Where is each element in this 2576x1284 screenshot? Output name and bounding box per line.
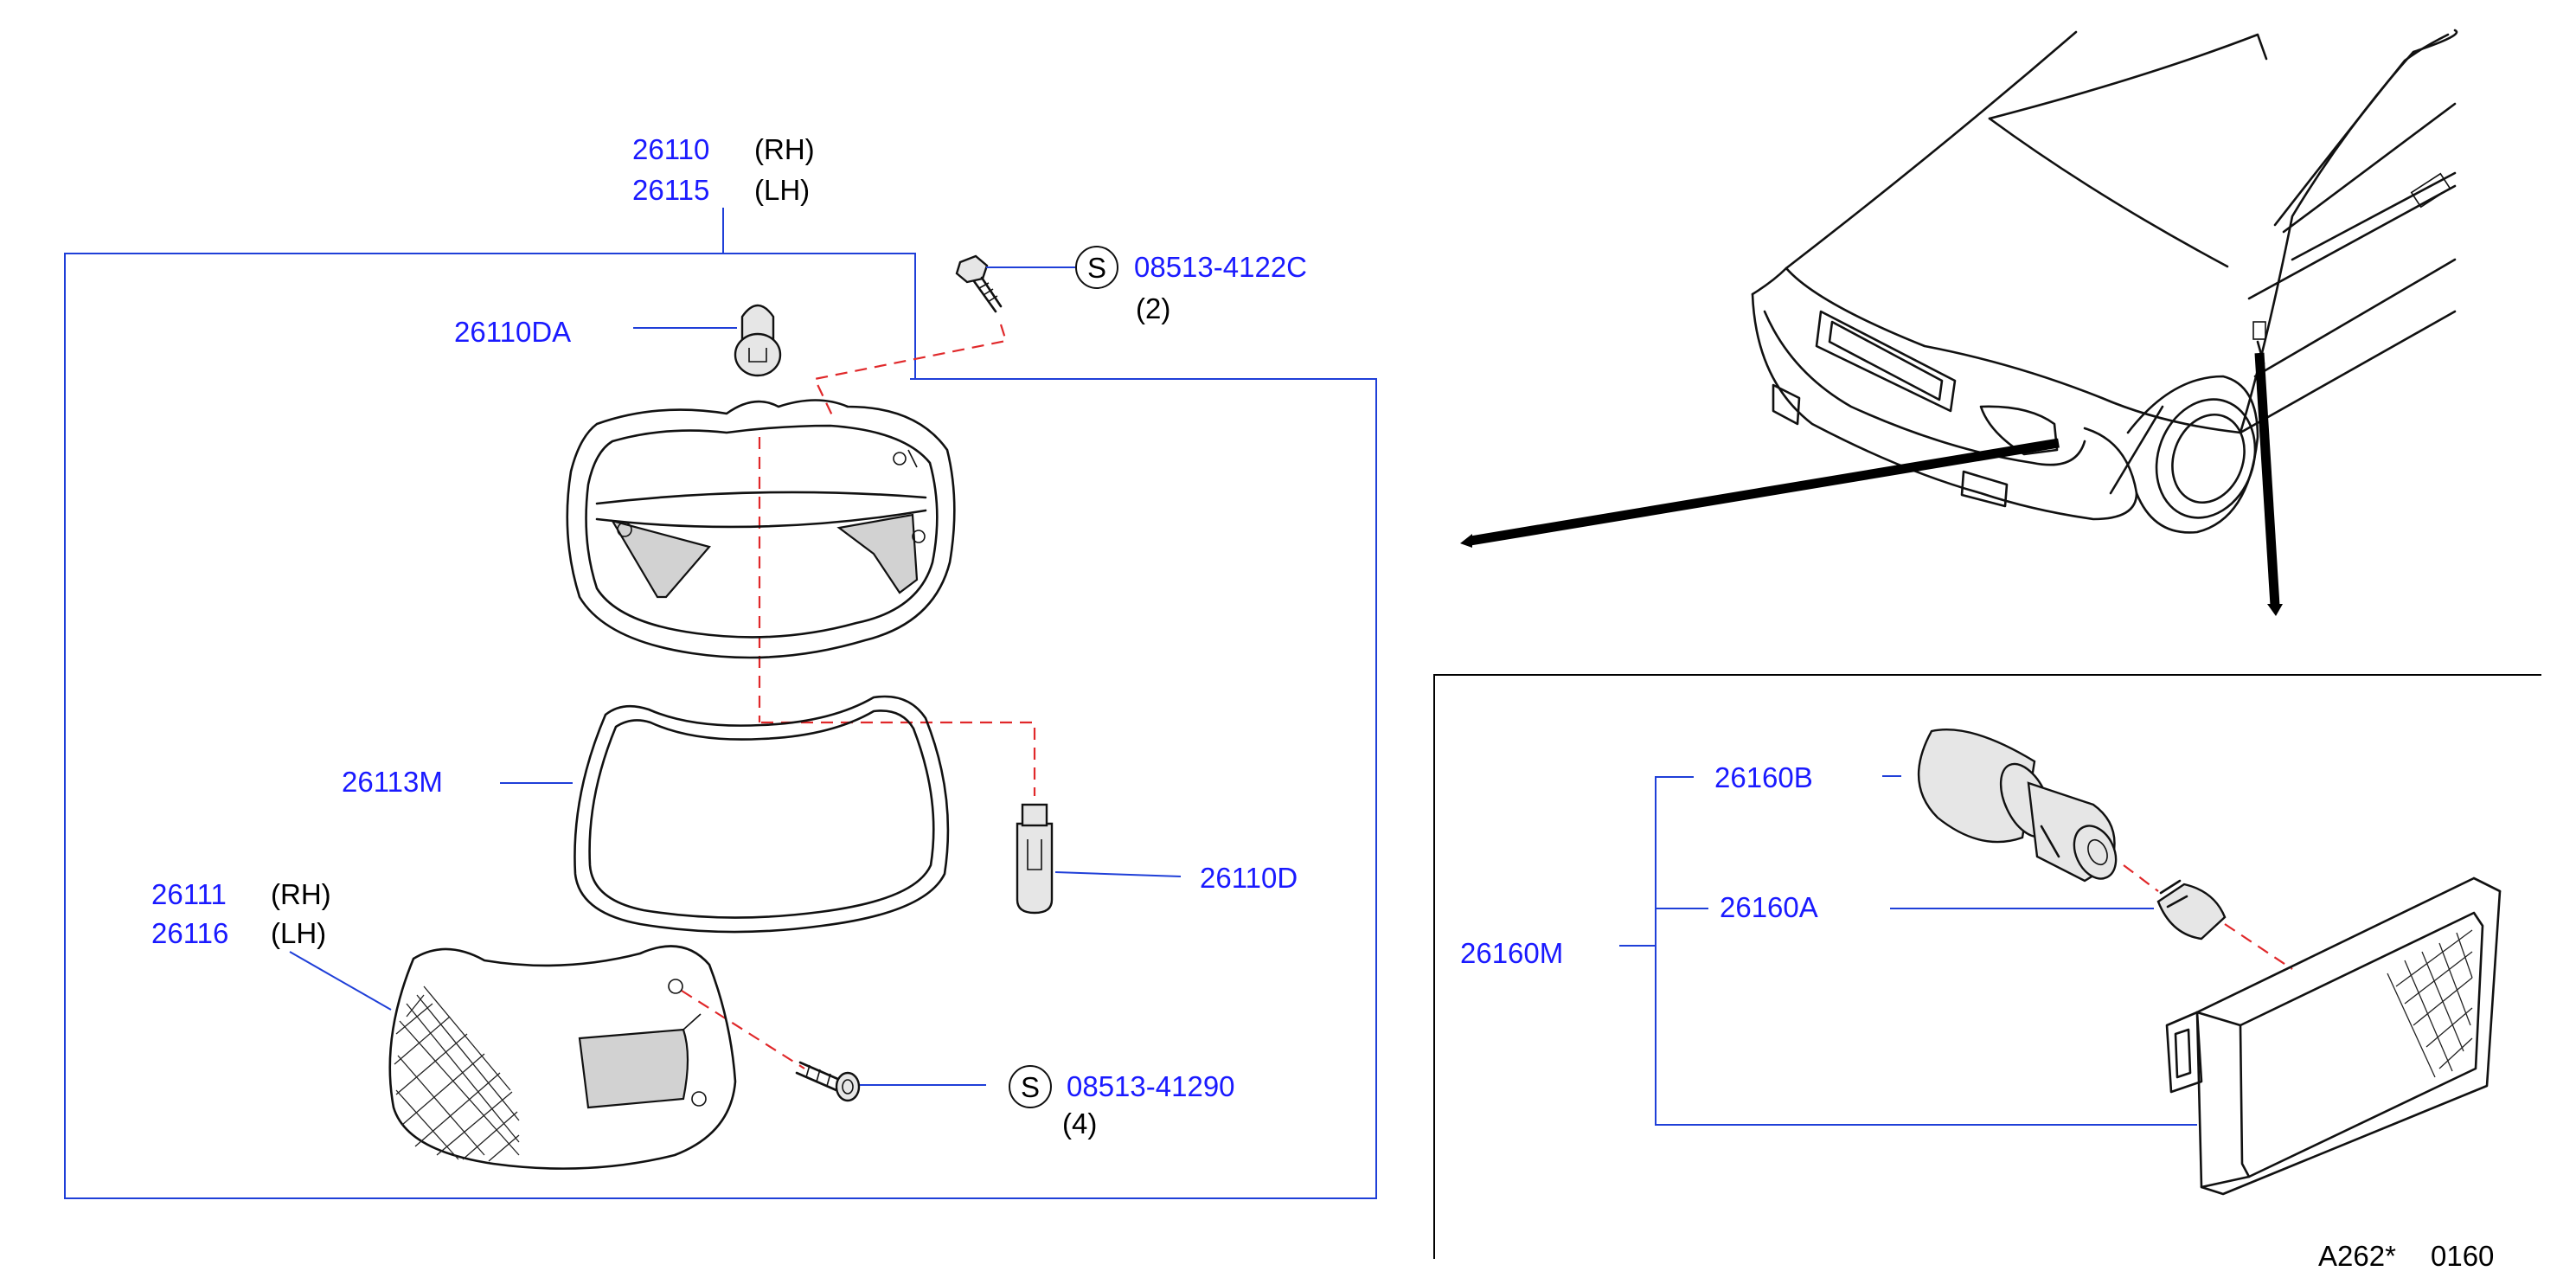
pointer-line-front [1470,438,2060,546]
part-26110D-label[interactable]: 26110D [1200,862,1298,894]
rh-label-lens: (RH) [271,878,331,910]
leader-26110D [1054,871,1182,877]
side-marker-lamp-icon[interactable] [2165,876,2502,1196]
part-26116-label[interactable]: 26116 [151,917,228,949]
lens-26111-icon[interactable] [388,945,737,1170]
s-mark-top: S [1087,252,1106,284]
part-26113M-label[interactable]: 26113M [342,766,443,798]
guide-26160A [2224,923,2293,970]
gasket-26113M-icon[interactable] [574,695,950,934]
part-26160A-label[interactable]: 26160A [1720,891,1818,923]
screw-top-qty: (2) [1136,292,1170,324]
part-26110-label[interactable]: 26110 [632,133,709,165]
guide-socket [2123,864,2159,892]
guide-26110D [761,721,1036,796]
bulb-26110DA-icon[interactable] [734,304,782,377]
part-26115-label[interactable]: 26115 [632,174,709,206]
frame-side-marker [1433,674,2541,1259]
socket-26160B-icon[interactable] [1917,728,2124,885]
screw-bottom-qty: (4) [1062,1107,1097,1140]
guide-screw-bottom [681,990,805,1069]
pointer-line-side [2254,352,2280,607]
screw-bottom-part-number[interactable]: 08513-41290 [1067,1070,1235,1102]
part-26111-label[interactable]: 26111 [151,878,227,910]
part-26110DA-label[interactable]: 26110DA [454,316,571,348]
lh-label-lens: (LH) [271,917,326,949]
lh-label: (LH) [754,174,810,206]
s-mark-circle-top [1075,246,1118,289]
bracket-26160M [1655,776,2197,1126]
rh-label: (RH) [754,133,815,165]
screw-bottom-icon[interactable] [795,1061,861,1102]
bulb-26160A-icon[interactable] [2156,879,2227,941]
part-26160B-label[interactable]: 26160B [1714,761,1813,793]
bulb-26110D-icon[interactable] [1016,803,1054,915]
screw-top-icon[interactable] [955,254,1003,313]
s-mark-circle-bottom [1009,1065,1052,1108]
part-26160M-label[interactable]: 26160M [1460,937,1563,969]
leader-26111 [289,951,392,1011]
assembly-frame-left [64,253,1377,1199]
figure-code: A262* [2318,1240,2396,1272]
pointer-arrow-side [2267,604,2283,616]
screw-top-part-number[interactable]: 08513-4122C [1134,251,1307,283]
housing-26110-icon[interactable] [566,399,956,659]
s-mark-bottom: S [1021,1071,1040,1103]
figure-page-number: 0160 [2431,1240,2494,1272]
pointer-arrow-front [1460,534,1472,548]
guide-screw-top [813,324,1008,416]
car-front-illustration-icon [1751,29,2458,534]
